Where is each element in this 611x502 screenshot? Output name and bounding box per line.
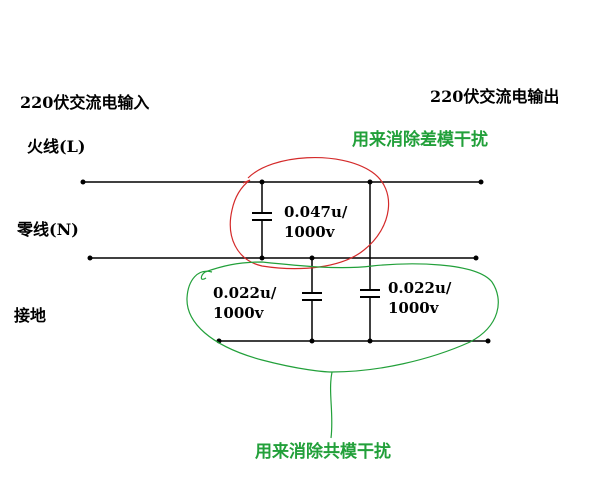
c2-voltage: 1000v xyxy=(213,304,264,322)
common-mode-pointer xyxy=(330,371,333,439)
live-in-terminal xyxy=(80,179,86,185)
c3-voltage: 1000v xyxy=(388,299,439,317)
neutral-in-terminal xyxy=(87,255,93,261)
capacitor-c1 xyxy=(252,179,272,261)
c2-capacitance: 0.022u/ xyxy=(213,284,277,302)
live-out-terminal xyxy=(478,179,484,185)
common-mode-note: 用来消除共模干扰 xyxy=(255,442,391,462)
neutral-label: 零线(N) xyxy=(17,220,79,239)
ground-out-terminal xyxy=(485,338,491,344)
capacitor-c3 xyxy=(360,179,380,344)
capacitor-c2 xyxy=(302,255,322,344)
diff-mode-note: 用来消除差模干扰 xyxy=(352,130,488,150)
neutral-out-terminal xyxy=(473,255,479,261)
c1-voltage: 1000v xyxy=(284,223,335,241)
common-mode-outline xyxy=(186,261,499,373)
diff-mode-outline xyxy=(229,157,390,270)
ac-input-label: 220伏交流电输入 xyxy=(20,93,150,112)
c3-capacitance: 0.022u/ xyxy=(388,279,452,297)
ground-label: 接地 xyxy=(14,306,47,325)
live-label: 火线(L) xyxy=(27,137,86,156)
c1-capacitance: 0.047u/ xyxy=(284,203,348,221)
ac-output-label: 220伏交流电输出 xyxy=(430,87,560,106)
